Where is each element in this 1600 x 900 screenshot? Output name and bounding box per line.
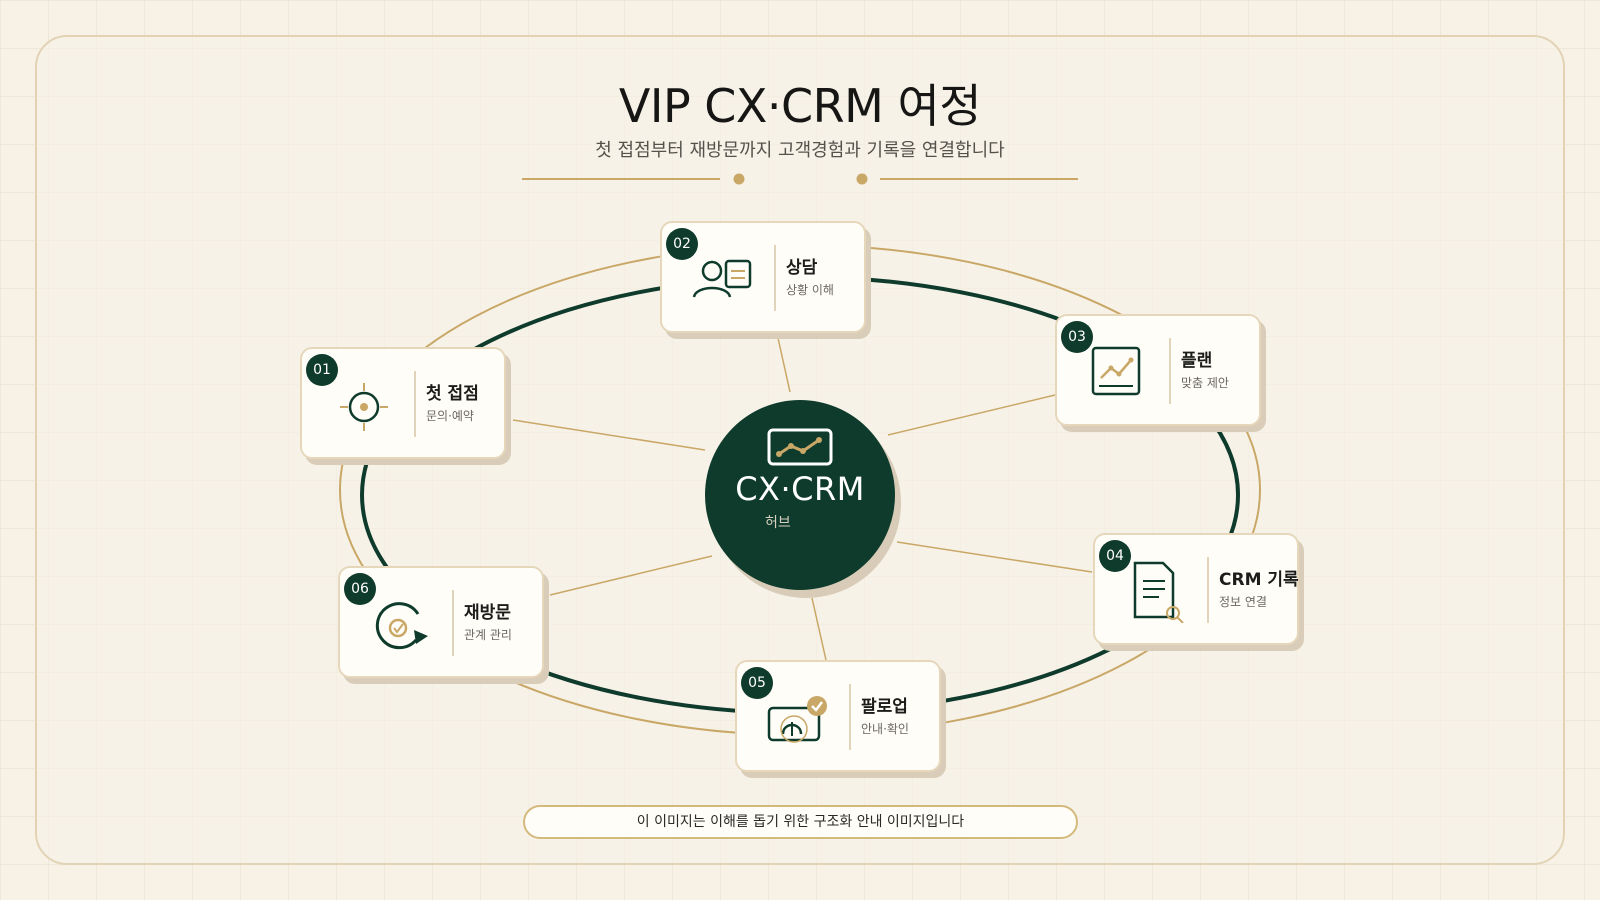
page-subtitle: 첫 접점부터 재방문까지 고객경험과 기록을 연결합니다 [595, 140, 1005, 161]
step-label: 플랜 [1181, 351, 1213, 371]
cx-crm-hub: CX·CRM 허브 [705, 400, 895, 590]
card-divider [1207, 557, 1209, 623]
revisit-cycle-icon [375, 602, 428, 650]
hub-sub: 허브 [765, 515, 791, 531]
step-desc: 상황 이해 [786, 283, 834, 297]
step-desc: 관계 관리 [464, 628, 512, 642]
chart-plan-icon [1091, 346, 1141, 396]
card-divider [849, 684, 851, 750]
step-number-badge: 01 [306, 354, 338, 386]
step-label: 재방문 [464, 603, 511, 623]
hub-label: CX·CRM [735, 470, 865, 508]
page-title: VIP CX·CRM 여정 [618, 79, 982, 133]
card-divider [774, 245, 776, 311]
step-desc: 맞춤 제안 [1181, 376, 1229, 390]
step-number-badge: 04 [1099, 540, 1131, 572]
trend-chart-icon [767, 428, 833, 466]
title-dot-right [856, 173, 868, 185]
message-check-icon [767, 696, 827, 743]
card-divider [1169, 338, 1171, 404]
target-icon [340, 383, 388, 431]
step-label: CRM 기록 [1219, 570, 1299, 590]
step-label: 팔로업 [861, 697, 908, 717]
step-label: 상담 [786, 258, 818, 278]
consultation-icon [692, 259, 752, 298]
card-divider [452, 590, 454, 656]
step-number-badge: 05 [741, 667, 773, 699]
step-number-badge: 06 [344, 573, 376, 605]
step-desc: 정보 연결 [1219, 595, 1267, 609]
step-label: 첫 접점 [426, 384, 479, 404]
hub-spokes [512, 337, 1093, 661]
step-number-badge: 02 [666, 228, 698, 260]
title-dot-left [733, 173, 745, 185]
document-search-icon [1133, 561, 1184, 623]
step-desc: 안내·확인 [861, 722, 909, 736]
step-desc: 문의·예약 [426, 409, 474, 423]
card-divider [414, 371, 416, 437]
disclaimer-note: 이 이미지는 이해를 돕기 위한 구조화 안내 이미지입니다 [523, 805, 1078, 839]
step-number-badge: 03 [1061, 321, 1093, 353]
